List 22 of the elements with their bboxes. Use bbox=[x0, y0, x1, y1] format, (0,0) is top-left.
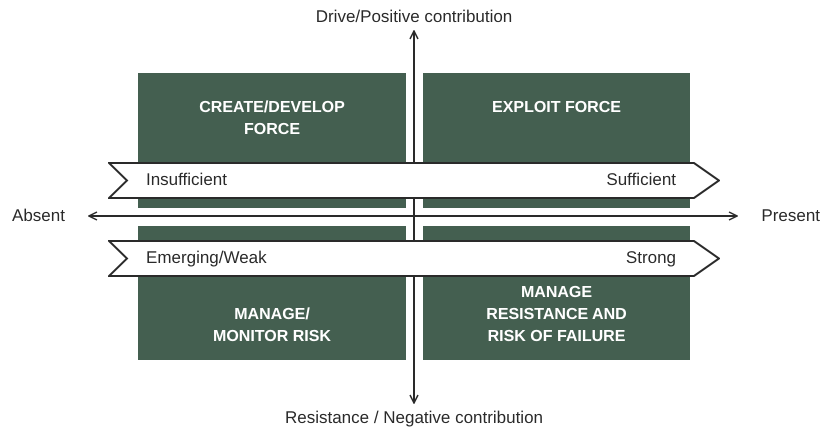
quadrant-box bbox=[138, 73, 406, 162]
quadrant-title: CREATE/DEVELOP FORCE bbox=[198, 98, 346, 140]
quadrant-box bbox=[423, 277, 690, 360]
quadrant-box-edge bbox=[423, 199, 690, 208]
axis-label: Resistance / Negative contribution bbox=[284, 407, 544, 429]
scale-label: Sufficient bbox=[606, 169, 676, 191]
quadrant-box-edge bbox=[138, 226, 406, 240]
quadrant-box bbox=[423, 73, 690, 162]
chevron-band bbox=[108, 162, 720, 199]
axis-label: Present bbox=[760, 205, 820, 227]
quadrant-box-edge bbox=[423, 226, 690, 240]
quadrant-title: MANAGE/ MONITOR RISK bbox=[212, 305, 332, 347]
quadrant-title: MANAGE RESISTANCE AND RISK OF FAILURE bbox=[485, 283, 628, 347]
quadrant-title: EXPLOIT FORCE bbox=[492, 98, 621, 118]
scale-label: Insufficient bbox=[146, 169, 227, 191]
chevron-band bbox=[108, 240, 720, 277]
quadrant-box-edge bbox=[138, 199, 406, 208]
scale-label: Emerging/Weak bbox=[146, 247, 267, 269]
axis-label: Absent bbox=[12, 205, 65, 227]
quadrant-box bbox=[138, 277, 406, 360]
scale-label: Strong bbox=[626, 247, 676, 269]
axis-label: Drive/Positive contribution bbox=[314, 6, 514, 28]
